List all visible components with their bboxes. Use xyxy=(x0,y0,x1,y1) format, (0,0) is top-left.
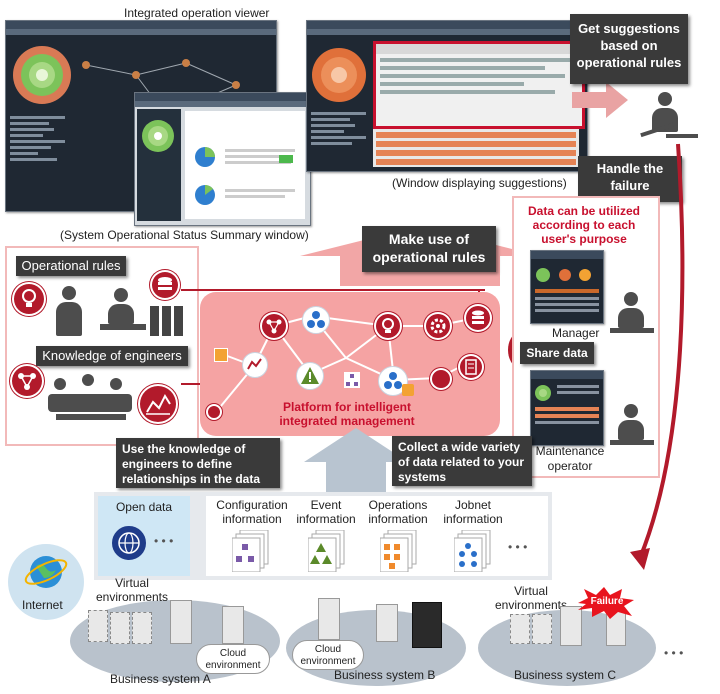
callout-collect-data: Collect a wide variety of data related t… xyxy=(392,436,532,486)
collect-arrow-icon xyxy=(304,428,408,506)
label-operations: Operations information xyxy=(368,498,428,526)
label-event: Event information xyxy=(296,498,356,526)
label-jobnet: Jobnet information xyxy=(443,498,503,526)
failure-burst-icon xyxy=(578,587,634,619)
label-configuration: Configuration information xyxy=(216,498,288,526)
chart-icon xyxy=(242,352,268,378)
sunburst-chart-icon xyxy=(13,46,71,104)
label-maintenance-operator: Maintenance operator xyxy=(535,444,605,473)
systems-ellipsis: • • • xyxy=(664,646,684,660)
network-icon xyxy=(260,312,288,340)
server-icon xyxy=(510,614,530,644)
warning-icon xyxy=(296,362,324,390)
server-icon xyxy=(170,600,192,644)
server-icon xyxy=(318,598,340,640)
person-icon-maintenance xyxy=(610,404,654,448)
gear-icon xyxy=(424,312,452,340)
suggestion-arrow-icon xyxy=(572,82,628,118)
server-icon xyxy=(376,604,398,642)
person-icon-presenter xyxy=(50,286,90,338)
label-operational-rules: Operational rules xyxy=(16,256,126,276)
label-failure: Failure xyxy=(590,596,624,607)
lightbulb-icon xyxy=(12,282,46,316)
jobnet-ellipsis: • • • xyxy=(508,540,528,554)
label-internet: Internet xyxy=(22,598,63,612)
database-icon-orange xyxy=(402,384,414,396)
label-system-c: Business system C xyxy=(514,668,617,682)
callout-make-use: Make use of operational rules xyxy=(362,226,496,272)
lightbulb-icon xyxy=(374,312,402,340)
person-icon-desk xyxy=(100,288,146,332)
nodes-icon xyxy=(344,372,360,388)
label-manager: Manager xyxy=(552,326,600,340)
configuration-docs-icon xyxy=(232,530,269,572)
label-knowledge-engineers: Knowledge of engineers xyxy=(36,346,188,366)
person-icon-operator-top xyxy=(640,92,700,148)
event-list xyxy=(373,129,579,167)
server-icon xyxy=(412,602,442,648)
server-icon xyxy=(110,612,130,644)
summary-pie-charts xyxy=(195,147,295,205)
chart-icon xyxy=(138,384,178,424)
server-icon xyxy=(560,606,582,646)
jobnet-docs-icon xyxy=(454,530,491,572)
server-icon xyxy=(532,614,552,644)
server-icon xyxy=(132,612,152,644)
label-virtual-envs-c: Virtual environments xyxy=(494,584,568,612)
label-data-utilized: Data can be utilized according to each u… xyxy=(527,204,641,246)
cloud-environment-b: Cloud environment xyxy=(292,640,364,670)
globe-icon xyxy=(24,556,68,588)
small-node-icon xyxy=(206,404,222,420)
binders-icon xyxy=(150,306,186,336)
caption-summary-window: (System Operational Status Summary windo… xyxy=(60,228,309,242)
globe-icon xyxy=(112,526,146,560)
label-open-data: Open data xyxy=(115,500,173,514)
cloud-environment-a: Cloud environment xyxy=(196,644,270,674)
nodes-icon xyxy=(302,306,330,334)
label-platform: Platform for intelligent integrated mana… xyxy=(279,400,415,428)
network-icon xyxy=(430,368,452,390)
callout-get-suggestions: Get suggestions based on operational rul… xyxy=(570,14,688,84)
person-icon-meeting xyxy=(48,372,138,428)
suggestion-dialog xyxy=(373,41,585,129)
label-system-b: Business system B xyxy=(334,668,436,682)
server-icon xyxy=(222,606,244,644)
label-virtual-envs-a: Virtual environments xyxy=(95,576,169,604)
summary-sunburst-icon xyxy=(142,120,174,152)
label-system-a: Business system A xyxy=(110,672,211,686)
summary-window-screenshot xyxy=(134,92,311,226)
caption-viewer: Integrated operation viewer xyxy=(124,6,270,20)
caption-suggestion-window: (Window displaying suggestions) xyxy=(392,176,567,190)
failure-arrow-icon xyxy=(630,143,685,570)
callout-share-data: Share data xyxy=(520,342,594,364)
server-icon xyxy=(458,354,484,380)
maintenance-screen xyxy=(530,370,604,446)
operations-docs-icon xyxy=(380,530,417,572)
suggestion-sunburst-icon xyxy=(312,48,366,102)
suggestion-window-screenshot xyxy=(306,20,588,172)
database-icon xyxy=(464,304,492,332)
network-icon xyxy=(10,364,44,398)
server-icon xyxy=(88,610,108,642)
callout-handle-failure: Handle the failure xyxy=(578,156,682,202)
database-icon xyxy=(150,270,180,300)
person-icon-manager xyxy=(610,292,654,336)
manager-screen xyxy=(530,250,604,324)
callout-use-knowledge: Use the knowledge of engineers to define… xyxy=(116,438,280,488)
open-data-ellipsis: • • • xyxy=(154,534,174,548)
small-box-icon xyxy=(214,348,228,362)
event-docs-icon xyxy=(308,530,345,572)
